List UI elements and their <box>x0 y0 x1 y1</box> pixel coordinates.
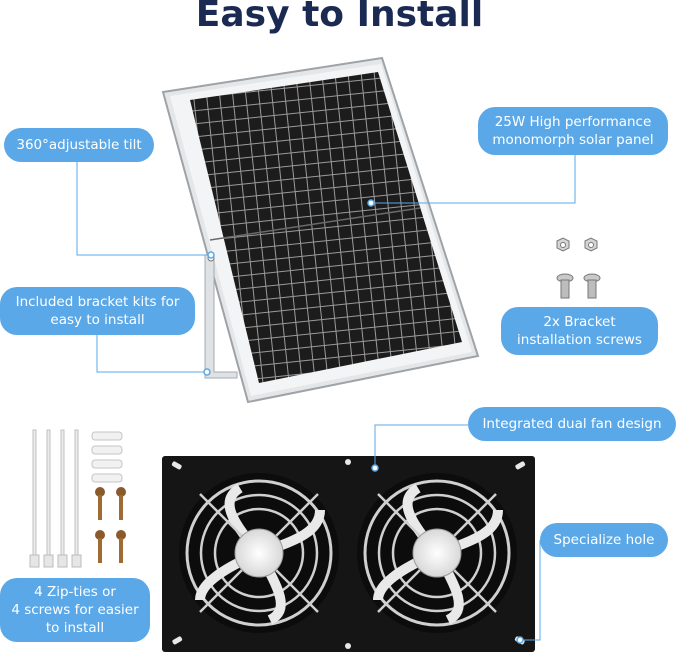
bracket-screws <box>556 237 601 299</box>
callout-bracket-screws: 2x Bracket installation screws <box>501 307 658 355</box>
callout-solar-panel: 25W High performance monomorph solar pan… <box>478 107 668 155</box>
callout-bracket-kits-line2: easy to install <box>50 312 145 328</box>
callout-bracket-screws-line1: 2x Bracket <box>543 314 616 330</box>
callout-solar-panel-line1: 25W High performance <box>494 114 652 130</box>
callout-connectors <box>76 153 576 641</box>
callout-solar-panel-line2: monomorph solar panel <box>492 132 654 148</box>
solar-panel <box>161 56 480 404</box>
callout-zip-ties-line1: 4 Zip-ties or <box>34 584 116 600</box>
callout-zip-ties-line3: to install <box>45 620 105 636</box>
callout-tilt: 360°adjustable tilt <box>4 128 154 162</box>
callout-specialize-hole: Specialize hole <box>540 523 668 557</box>
callout-zip-ties: 4 Zip-ties or 4 screws for easier to ins… <box>0 578 150 642</box>
callout-specialize-hole-text: Specialize hole <box>553 532 655 548</box>
dual-fan-plate <box>162 456 535 652</box>
callout-bracket-kits-line1: Included bracket kits for <box>15 294 180 310</box>
callout-bracket-screws-line2: installation screws <box>517 332 642 348</box>
callout-dual-fan-text: Integrated dual fan design <box>482 416 662 432</box>
zip-ties <box>29 429 82 568</box>
page-title: Easy to Install <box>195 0 484 35</box>
callout-dual-fan: Integrated dual fan design <box>468 407 676 441</box>
callout-zip-ties-line2: 4 screws for easier <box>11 602 139 618</box>
callout-bracket-kits: Included bracket kits for easy to instal… <box>0 287 195 335</box>
callout-dots <box>203 199 524 644</box>
left-fan <box>179 473 339 633</box>
wood-screws <box>91 431 126 563</box>
callout-tilt-text: 360°adjustable tilt <box>16 137 142 153</box>
right-fan <box>357 473 517 633</box>
